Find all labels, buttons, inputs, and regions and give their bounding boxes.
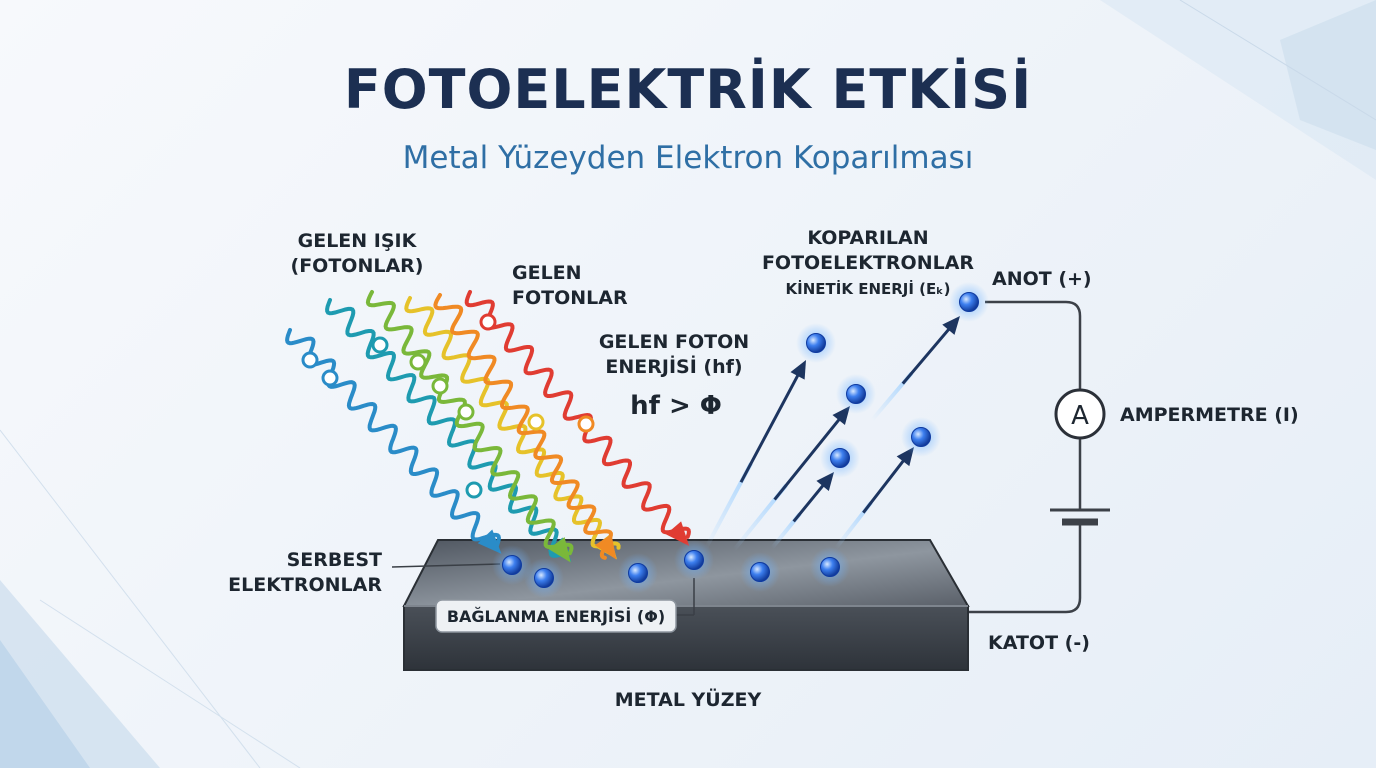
photon-marker xyxy=(479,313,497,331)
anode-label: ANOT (+) xyxy=(992,268,1092,290)
electron-path-arrowhead xyxy=(942,316,960,335)
free-electrons-label: ELEKTRONLAR xyxy=(228,574,382,596)
ejected-electrons-label: FOTOELEKTRONLAR xyxy=(762,252,974,274)
free-electrons-label: SERBEST xyxy=(287,549,382,571)
electron-path xyxy=(862,455,908,514)
binding-energy-box xyxy=(435,599,677,633)
battery-icon xyxy=(1050,508,1110,526)
electron-icon xyxy=(684,550,704,570)
electron-icon xyxy=(750,562,770,582)
photon-wave xyxy=(464,290,691,539)
photon-marker xyxy=(527,413,545,431)
electron-icon xyxy=(830,448,850,468)
electron-path-arrowhead xyxy=(790,360,806,380)
electrons xyxy=(492,282,989,598)
photon-marker xyxy=(457,403,475,421)
photon-energy-label: ENERJİSİ (hf) xyxy=(605,354,742,378)
electron-icon xyxy=(628,563,648,583)
energy-condition: hf > Φ xyxy=(630,391,722,421)
photon-marker xyxy=(371,336,389,354)
photon-marker xyxy=(431,377,449,395)
electron-path xyxy=(792,480,828,523)
page-subtitle: Metal Yüzeyden Elektron Koparılması xyxy=(402,140,974,176)
photon-energy-label: GELEN FOTON xyxy=(599,331,749,353)
kinetic-energy-label: KİNETİK ENERJİ (Eₖ) xyxy=(786,279,951,298)
metal-surface-label: METAL YÜZEY xyxy=(615,687,762,711)
photon-arrowhead xyxy=(594,534,617,560)
electron-path xyxy=(901,324,954,385)
electron-icon xyxy=(502,555,522,575)
electron-path-arrowhead xyxy=(816,472,834,492)
photon-arrowhead xyxy=(477,529,502,554)
photon-arrowhead xyxy=(665,521,690,547)
electron-icon xyxy=(806,333,826,353)
photon-marker xyxy=(321,369,339,387)
photon-arrowhead xyxy=(548,537,571,563)
electron-path xyxy=(773,414,844,501)
circuit-wire xyxy=(985,300,1082,390)
electron-icon xyxy=(534,568,554,588)
ejected-electrons-label: KOPARILAN xyxy=(807,227,928,249)
electron-icon xyxy=(911,427,931,447)
incoming-photons-label: GELEN xyxy=(512,262,582,284)
incoming-light-label: (FOTONLAR) xyxy=(291,255,424,277)
incoming-light-label: GELEN IŞIK xyxy=(298,230,418,252)
electron-icon xyxy=(846,384,866,404)
electron-icon xyxy=(959,292,979,312)
circuit: A xyxy=(968,300,1110,614)
free-electrons-pointer xyxy=(391,563,501,568)
photon-wave xyxy=(433,293,613,560)
photon-marker xyxy=(577,415,595,433)
photon-wave xyxy=(404,296,621,550)
circuit-wire xyxy=(968,522,1082,614)
ejected-electron-tracks xyxy=(704,316,960,552)
photon-marker xyxy=(301,351,319,369)
page-title: FOTOELEKTRİK ETKİSİ xyxy=(343,58,1033,121)
photon-wave xyxy=(285,328,501,550)
binding-energy-label: BAĞLANMA ENERJİSİ (Φ) xyxy=(447,607,665,626)
ammeter-label: AMPERMETRE (I) xyxy=(1120,404,1299,426)
ammeter-symbol: A xyxy=(1071,401,1089,431)
electron-icon xyxy=(820,557,840,577)
photon-marker xyxy=(409,353,427,371)
photon-marker xyxy=(465,481,483,499)
photon-wave xyxy=(365,290,574,556)
ammeter-icon: A xyxy=(1054,388,1106,440)
cathode-label: KATOT (-) xyxy=(988,632,1090,654)
incoming-photons-label: FOTONLAR xyxy=(512,287,628,309)
electron-path xyxy=(739,369,802,483)
incoming-photons xyxy=(285,290,691,563)
